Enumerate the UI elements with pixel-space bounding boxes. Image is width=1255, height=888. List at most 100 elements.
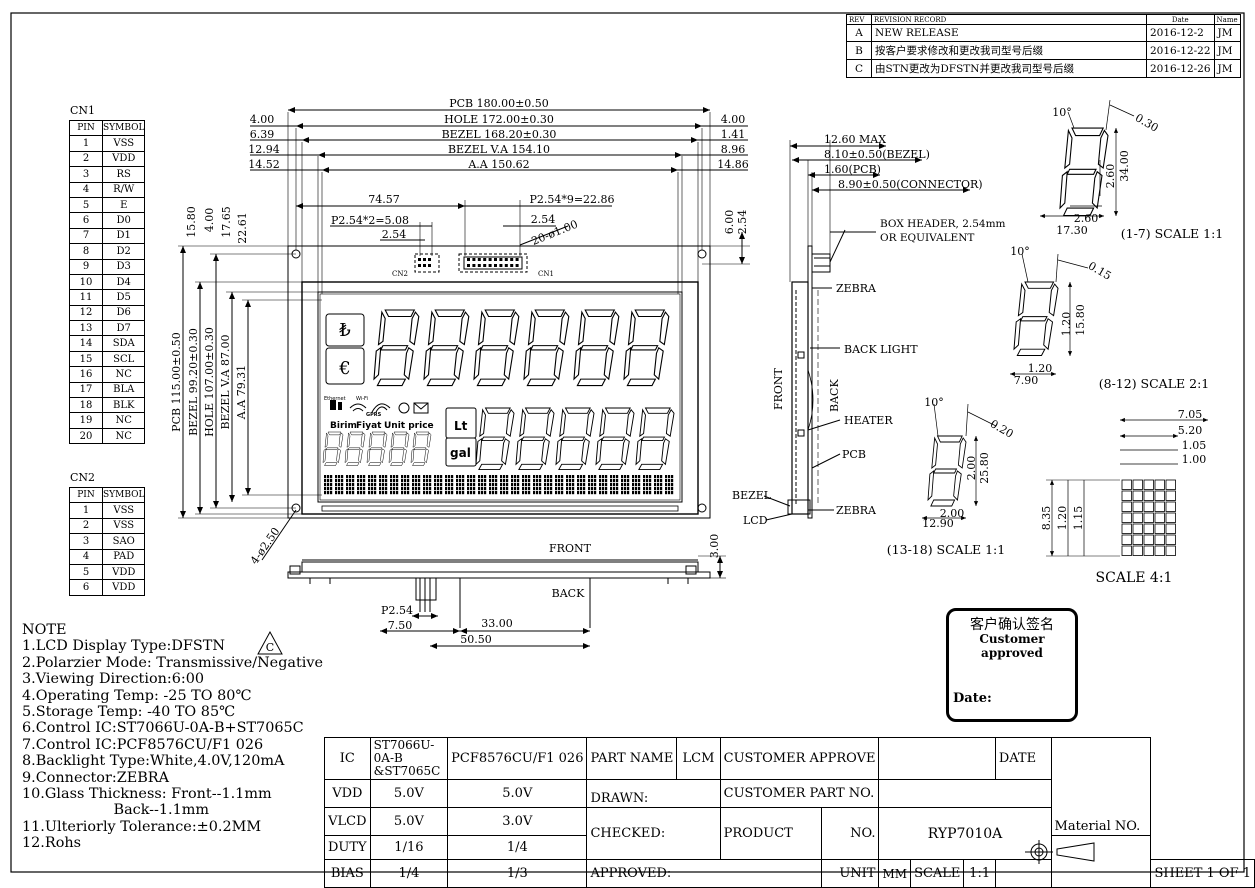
dot-matrix-cell	[368, 475, 377, 495]
dot-matrix-row	[324, 475, 674, 495]
dot-matrix-cell	[335, 475, 344, 495]
rev-row-date: 2016-12-2	[1146, 24, 1215, 42]
cn1-pin-number: 12	[69, 304, 103, 322]
cn1-pin-number: 11	[69, 289, 103, 306]
cn1-pin-pad	[515, 264, 519, 267]
dot-detail-pixel	[1121, 523, 1132, 534]
icon-gprs-label: GPRS	[366, 412, 382, 418]
detail1-w2: 17.30	[1056, 224, 1088, 237]
dim-left-1: 4.00	[250, 113, 275, 126]
dot-detail-pixel	[1121, 501, 1132, 512]
dot-detail-pixel	[1143, 490, 1154, 501]
bias-b: 1/3	[447, 859, 588, 888]
scale-label: SCALE	[910, 859, 965, 888]
detail3-w1: 2.00	[940, 507, 965, 520]
dot-matrix-cell	[489, 475, 498, 495]
product-no-label: NO.	[821, 807, 880, 860]
note-line: 5.Storage Temp: -40 TO 85℃	[22, 704, 236, 721]
cn1-pin-symbol: D6	[101, 304, 146, 322]
unit-value: MM	[878, 859, 912, 888]
revision-table: REV REVISION RECORD Date Name A NEW RELE…	[846, 14, 1241, 78]
label-fiyat: Fiyat	[356, 421, 382, 431]
cn1-pin-symbol: NC	[101, 412, 146, 429]
dot-matrix-cell	[577, 475, 586, 495]
dot-detail-pixel	[1154, 545, 1165, 556]
detail3-line: 0.20	[988, 417, 1016, 441]
unit-lt-segment: Lt	[454, 419, 468, 433]
cn1-pin-number: 15	[69, 350, 103, 368]
cn2-pin-symbol: PAD	[101, 548, 146, 565]
rev-row-rev: C	[846, 59, 872, 78]
ic-row-a: ST7066U-0A-B &ST7065C	[369, 737, 449, 780]
cn1-head-pin: PIN	[69, 119, 103, 137]
detail1-h1: 2.60	[1104, 164, 1117, 189]
dim-vert-5: 6.00	[723, 210, 736, 235]
detail3-angle: 10°	[924, 396, 944, 409]
dot-matrix-detail: 7.05 5.20 1.05 1.00 8.35 1.20 1.15 SCALE…	[1040, 408, 1208, 586]
icon-ethernet-label: Ethernet	[324, 396, 346, 402]
cn1-pin-pad	[472, 264, 476, 267]
note-line: 8.Backlight Type:White,4.0V,120mA	[22, 753, 285, 770]
note-line: 11.Ulteriorly Tolerance:±0.2MM	[22, 818, 262, 835]
note-line: 4.Operating Temp: -25 TO 80℃	[22, 687, 252, 704]
dot-detail-pixel	[1132, 545, 1143, 556]
dot-matrix-cell	[610, 475, 619, 495]
cn1-pin-pad	[494, 258, 497, 261]
revision-triangle-icon: C	[257, 630, 283, 655]
dot-detail-pixel	[1143, 501, 1154, 512]
dot-detail-pixel	[1165, 545, 1176, 556]
currency-try-segment: ₺	[338, 320, 350, 341]
lcd-glass: ₺ € Ethernet Wi-Fi GPRS Birim Fiyat Unit…	[322, 309, 675, 495]
cn1-pin-number: 17	[69, 381, 103, 399]
stamp-title-en: Customer approved	[979, 632, 1045, 660]
cn1-tag: CN1	[538, 270, 554, 278]
part-name-label: PART NAME	[586, 737, 678, 780]
vlcd-a: 5.0V	[369, 807, 449, 836]
icon-wifi-label: Wi-Fi	[356, 396, 368, 402]
dot-dim-h2: 1.20	[1056, 506, 1069, 531]
dot-detail-pixel	[1132, 501, 1143, 512]
dot-matrix-cell	[632, 475, 641, 495]
duty-a: 1/16	[369, 835, 449, 860]
dim-left-2: 6.39	[250, 128, 275, 141]
dot-detail-pixel	[1165, 512, 1176, 523]
dot-detail-pixel	[1132, 512, 1143, 523]
cn1-pin-pad	[510, 264, 514, 267]
cn1-pin-pad	[499, 258, 503, 261]
dot-detail-pixel	[1154, 512, 1165, 523]
dot-detail-pixel	[1132, 479, 1143, 490]
vdd-label: VDD	[324, 779, 371, 808]
detail3-w2: 12.90	[922, 517, 954, 530]
currency-eur-segment: €	[338, 358, 350, 379]
zebra-label-bottom: ZEBRA	[836, 504, 877, 517]
detail2-angle: 10°	[1010, 245, 1030, 258]
dim-holes-4: 4-ø2.50	[248, 525, 283, 567]
ic-row-b: PCF8576CU/F1 026	[447, 737, 588, 780]
cn1-pin-symbol: D7	[101, 320, 146, 337]
detail3-h2: 25.80	[978, 452, 991, 484]
customer-approve-label: CUSTOMER APPROVE	[719, 737, 880, 780]
detail1-h2: 34.00	[1118, 150, 1131, 182]
dot-detail-pixel	[1165, 479, 1176, 490]
cn1-pin-pad	[488, 258, 492, 261]
vdd-a: 5.0V	[369, 779, 449, 808]
bezel-label: BEZEL	[732, 489, 772, 502]
dim-pcb-width: PCB 180.00±0.50	[449, 97, 549, 110]
note-line: 2.Polarzier Mode: Transmissive/Negative	[22, 654, 324, 671]
cn1-pin-pad	[477, 264, 481, 267]
side-back-label: BACK	[828, 379, 841, 412]
detail2-h2: 15.80	[1074, 304, 1087, 336]
cn1-pin-pad	[472, 258, 476, 261]
rev-row-name: JM	[1213, 59, 1241, 78]
approved-label: APPROVED:	[586, 859, 823, 888]
